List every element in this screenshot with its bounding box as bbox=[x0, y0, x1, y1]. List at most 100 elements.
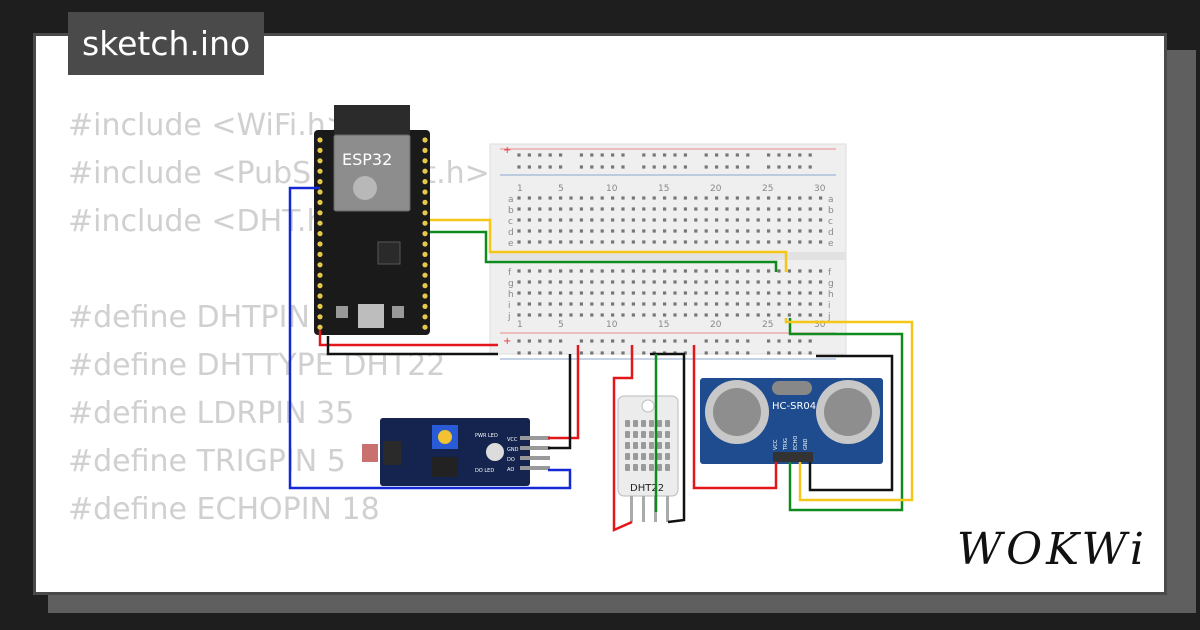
breadboard-hole bbox=[715, 196, 719, 200]
rail-hole bbox=[611, 153, 615, 157]
breadboard-hole bbox=[631, 207, 635, 211]
wire-blue[interactable] bbox=[288, 186, 572, 490]
breadboard-hole bbox=[559, 240, 563, 244]
breadboard-hole bbox=[600, 229, 604, 233]
breadboard-hole bbox=[631, 302, 635, 306]
row-letter: j bbox=[507, 312, 511, 322]
breadboard-hole bbox=[590, 240, 594, 244]
breadboard-hole bbox=[559, 302, 563, 306]
rail-hole bbox=[767, 351, 771, 355]
breadboard-hole bbox=[787, 313, 791, 317]
file-name-tab[interactable]: sketch.ino bbox=[68, 12, 265, 75]
column-number: 30 bbox=[814, 184, 826, 194]
breadboard-hole bbox=[715, 302, 719, 306]
breadboard-hole bbox=[777, 207, 781, 211]
rail-hole bbox=[683, 339, 687, 343]
do-led-label: DO LED bbox=[475, 468, 494, 474]
rail-hole bbox=[590, 351, 594, 355]
breadboard-hole bbox=[715, 269, 719, 273]
en-button[interactable] bbox=[336, 306, 348, 318]
code-line: #define ECHOPIN 18 bbox=[68, 492, 380, 527]
breadboard-hole bbox=[590, 196, 594, 200]
wire-yellow[interactable] bbox=[784, 318, 914, 502]
breadboard-hole bbox=[715, 313, 719, 317]
rail-hole bbox=[600, 351, 604, 355]
breadboard-hole bbox=[590, 313, 594, 317]
wire-green[interactable] bbox=[788, 318, 904, 512]
rail-hole bbox=[642, 339, 646, 343]
breadboard-hole bbox=[694, 218, 698, 222]
hcsr04-sensor[interactable]: HC-SR04 VCC TRIG ECHO GND bbox=[700, 378, 883, 464]
wire-black[interactable] bbox=[548, 354, 572, 450]
breadboard-holes bbox=[517, 153, 823, 355]
breadboard-hole bbox=[579, 229, 583, 233]
rail-hole bbox=[725, 153, 729, 157]
dht22-sensor[interactable]: DHT22 bbox=[617, 395, 679, 522]
breadboard-hole bbox=[611, 291, 615, 295]
wire-red[interactable] bbox=[612, 345, 634, 532]
breadboard-hole bbox=[694, 196, 698, 200]
column-number: 15 bbox=[658, 320, 669, 330]
rail-hole bbox=[704, 165, 708, 169]
breadboard-hole bbox=[756, 269, 760, 273]
breadboard-hole bbox=[673, 313, 677, 317]
wire-black[interactable] bbox=[650, 352, 686, 524]
breadboard-hole bbox=[683, 240, 687, 244]
breadboard-hole bbox=[621, 302, 625, 306]
wire-red[interactable] bbox=[548, 345, 580, 440]
breadboard-hole bbox=[663, 269, 667, 273]
breadboard-hole bbox=[704, 269, 708, 273]
breadboard-hole bbox=[527, 269, 531, 273]
wire-red[interactable] bbox=[692, 345, 778, 490]
breadboard-hole bbox=[756, 291, 760, 295]
wire-black[interactable] bbox=[808, 354, 894, 492]
rail-hole bbox=[527, 339, 531, 343]
breadboard-hole bbox=[798, 229, 802, 233]
esp32-pin bbox=[422, 324, 428, 330]
breadboard-hole bbox=[652, 218, 656, 222]
dht22-vent-slot bbox=[649, 431, 654, 438]
breadboard-hole bbox=[767, 269, 771, 273]
rail-hole bbox=[787, 339, 791, 343]
hcsr04-pin-label: VCC bbox=[773, 439, 779, 450]
ldr-pin-label: GND bbox=[507, 447, 519, 453]
rail-hole bbox=[611, 351, 615, 355]
column-number: 25 bbox=[762, 184, 773, 194]
wire-black[interactable] bbox=[326, 336, 498, 356]
rail-plus-label: + bbox=[503, 336, 511, 347]
ldr-module[interactable]: PWR LED DO LED VCC GND DO AO bbox=[362, 418, 550, 486]
breadboard-hole bbox=[725, 269, 729, 273]
rail-hole bbox=[746, 351, 750, 355]
breadboard-hole bbox=[590, 280, 594, 284]
code-line: #define LDRPIN 35 bbox=[68, 396, 355, 431]
dht22-label: DHT22 bbox=[630, 483, 664, 494]
breadboard-hole bbox=[631, 240, 635, 244]
breadboard-hole bbox=[819, 280, 823, 284]
row-letter: a bbox=[508, 195, 514, 205]
breadboard-hole bbox=[725, 207, 729, 211]
breadboard-hole bbox=[652, 313, 656, 317]
row-letter: j bbox=[827, 312, 831, 322]
wire-green[interactable] bbox=[430, 230, 778, 272]
breadboard-hole bbox=[600, 313, 604, 317]
breadboard-row-letters: a b c d e f g h i j a b c d e f g h i j bbox=[507, 195, 834, 322]
breadboard-hole bbox=[527, 280, 531, 284]
dht22-vent-slot bbox=[641, 464, 646, 471]
breadboard-hole bbox=[787, 196, 791, 200]
rail-hole bbox=[590, 339, 594, 343]
breadboard-hole bbox=[767, 196, 771, 200]
esp32-pin bbox=[422, 199, 428, 205]
breadboard-hole bbox=[694, 269, 698, 273]
rail-hole bbox=[538, 351, 542, 355]
breadboard-hole bbox=[819, 196, 823, 200]
breadboard-hole bbox=[517, 207, 521, 211]
code-line: #define TRIGPIN 5 bbox=[68, 444, 346, 479]
breadboard-hole bbox=[569, 269, 573, 273]
wire-yellow[interactable] bbox=[430, 218, 788, 272]
rail-hole bbox=[798, 339, 802, 343]
breadboard-hole bbox=[787, 207, 791, 211]
breadboard-hole bbox=[611, 229, 615, 233]
boot-button[interactable] bbox=[392, 306, 404, 318]
esp32-board[interactable]: ESP32 bbox=[314, 105, 430, 335]
wire-red[interactable] bbox=[318, 330, 498, 347]
